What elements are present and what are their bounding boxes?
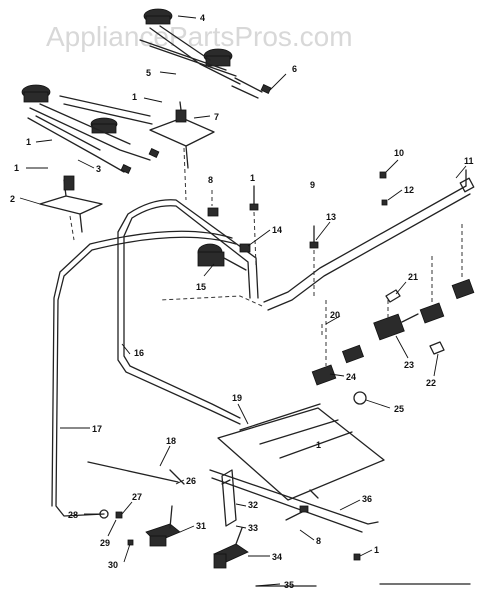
fitting-8[interactable] bbox=[207, 190, 219, 217]
callout-3: 3 bbox=[96, 164, 101, 174]
burner-tube-36[interactable] bbox=[209, 469, 379, 533]
manifold-pipe[interactable] bbox=[159, 169, 475, 311]
callout-1e: 1 bbox=[374, 545, 379, 555]
callout-31: 31 bbox=[196, 521, 206, 531]
leader-lines bbox=[19, 15, 467, 587]
clip-25[interactable] bbox=[353, 391, 367, 405]
callout-24: 24 bbox=[346, 372, 356, 382]
valve-upper-right-1[interactable] bbox=[419, 256, 445, 324]
callout-15: 15 bbox=[196, 282, 206, 292]
burner-bracket-right[interactable] bbox=[149, 101, 215, 201]
oven-burner-19[interactable] bbox=[217, 403, 385, 501]
callout-25: 25 bbox=[394, 404, 404, 414]
callout-1a: 1 bbox=[132, 92, 137, 102]
valve-31[interactable] bbox=[145, 505, 181, 547]
bracket-32-33[interactable] bbox=[221, 469, 237, 527]
callout-29: 29 bbox=[100, 538, 110, 548]
valve-20[interactable] bbox=[321, 324, 365, 364]
callout-12: 12 bbox=[404, 185, 414, 195]
callout-30: 30 bbox=[108, 560, 118, 570]
callout-28: 28 bbox=[68, 510, 78, 520]
valve-24[interactable] bbox=[311, 300, 337, 386]
clip-22[interactable] bbox=[429, 341, 445, 355]
callout-18: 18 bbox=[166, 436, 176, 446]
callout-9: 9 bbox=[310, 180, 315, 190]
callout-27: 27 bbox=[132, 492, 142, 502]
callout-35: 35 bbox=[284, 580, 294, 590]
screw-10-12[interactable] bbox=[379, 171, 388, 206]
burner-bracket-left[interactable] bbox=[39, 175, 103, 241]
burner-top-right[interactable] bbox=[139, 8, 272, 99]
valve-upper-right-2[interactable] bbox=[451, 224, 475, 300]
callout-7: 7 bbox=[214, 112, 219, 122]
valve-23[interactable] bbox=[373, 300, 419, 341]
callout-14: 14 bbox=[272, 225, 282, 235]
callout-8-bottom: 8 bbox=[316, 536, 321, 546]
callout-numbers: 4 5 6 1 7 1 3 1 2 8 1 10 11 12 9 13 14 1… bbox=[10, 13, 474, 590]
callout-16: 16 bbox=[134, 348, 144, 358]
bracket-14[interactable] bbox=[239, 243, 251, 253]
callout-34: 34 bbox=[272, 552, 282, 562]
callout-33: 33 bbox=[248, 523, 258, 533]
callout-17: 17 bbox=[92, 424, 102, 434]
callout-1d: 1 bbox=[316, 440, 321, 450]
callout-13: 13 bbox=[326, 212, 336, 222]
thermostat-capillary[interactable] bbox=[87, 461, 185, 485]
fitting-8-bottom[interactable] bbox=[285, 505, 309, 521]
screw-1-bottom[interactable] bbox=[353, 553, 361, 561]
callout-1c: 1 bbox=[14, 163, 19, 173]
gas-tube-16[interactable] bbox=[117, 199, 259, 425]
callout-23: 23 bbox=[404, 360, 414, 370]
callout-4: 4 bbox=[200, 13, 205, 23]
callout-20: 20 bbox=[330, 310, 340, 320]
callout-19: 19 bbox=[232, 393, 242, 403]
callout-22: 22 bbox=[426, 378, 436, 388]
watermark: AppliancePartsPros.com bbox=[46, 21, 353, 52]
callout-2: 2 bbox=[10, 194, 15, 204]
gas-tube-17[interactable] bbox=[51, 230, 237, 517]
screw-9[interactable] bbox=[309, 225, 319, 296]
callout-1b: 1 bbox=[26, 137, 31, 147]
clip-21[interactable] bbox=[385, 289, 401, 303]
callout-10: 10 bbox=[394, 148, 404, 158]
callout-11: 11 bbox=[464, 156, 474, 166]
callout-1-center: 1 bbox=[250, 173, 255, 183]
callout-8: 8 bbox=[208, 175, 213, 185]
callout-26: 26 bbox=[186, 476, 196, 486]
screw-1-center[interactable] bbox=[249, 185, 259, 267]
burner-left[interactable] bbox=[21, 84, 160, 174]
line-35 bbox=[255, 583, 471, 587]
callout-6: 6 bbox=[292, 64, 297, 74]
callout-21: 21 bbox=[408, 272, 418, 282]
callout-32: 32 bbox=[248, 500, 258, 510]
callout-5: 5 bbox=[146, 68, 151, 78]
valve-15[interactable] bbox=[197, 243, 247, 271]
valve-34[interactable] bbox=[213, 527, 249, 569]
callout-36: 36 bbox=[362, 494, 372, 504]
